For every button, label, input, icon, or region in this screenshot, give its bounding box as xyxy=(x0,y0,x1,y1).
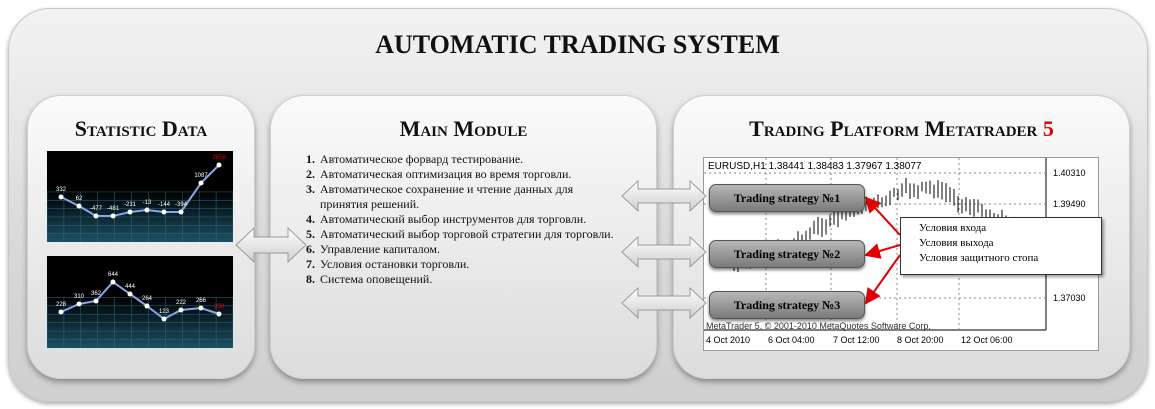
mini-data-point xyxy=(76,203,82,209)
mini-data-label: -481 xyxy=(107,206,120,212)
connector-line xyxy=(864,196,901,236)
mini-data-point xyxy=(93,298,99,304)
double-arrow-icon xyxy=(235,226,307,264)
date-label: 7 Oct 12:00 xyxy=(833,335,880,345)
mini-data-point xyxy=(93,213,99,219)
mini-data-point xyxy=(110,279,116,285)
condition-item: Условия выхода xyxy=(919,237,994,249)
feature-item: Управление капиталом. xyxy=(318,242,618,257)
mini-data-label: 123 xyxy=(159,309,170,315)
mini-data-label: -394 xyxy=(175,202,188,208)
connector-line xyxy=(864,254,901,305)
platform-version-number: 5 xyxy=(1042,116,1054,141)
mini-data-label: 264 xyxy=(142,296,153,302)
price-label: 1.37030 xyxy=(1053,293,1086,303)
feature-item: Система оповещений. xyxy=(318,272,618,287)
mini-data-label: 362 xyxy=(91,291,102,297)
mini-series-line xyxy=(60,164,220,217)
condition-item: Условия входа xyxy=(919,222,987,234)
statistic-chart-bottom: 228 310 362 644 444 264 123 222 266 338 xyxy=(46,256,234,348)
mini-data-label: -477 xyxy=(90,206,103,212)
date-label: 8 Oct 20:00 xyxy=(897,335,944,345)
date-label: 4 Oct 2010 xyxy=(706,335,751,345)
platform-title-text: Trading Platform Metatrader xyxy=(749,116,1038,141)
condition-item: Условия защитного стопа xyxy=(919,252,1039,264)
price-label: 1.40310 xyxy=(1053,168,1086,178)
mini-data-point xyxy=(144,207,150,213)
mini-data-label: 222 xyxy=(176,300,187,306)
feature-item: Условия остановки торговли. xyxy=(318,257,618,272)
statistic-chart-top: 332 62 -477 -481 -231 -13 -144 -394 1087 2656 xyxy=(46,151,234,242)
mini-data-label: -13 xyxy=(143,200,152,206)
mini-data-point xyxy=(178,307,184,313)
mini-data-point xyxy=(144,303,150,309)
feature-item: Автоматическая оптимизация во время торг… xyxy=(318,167,618,182)
conditions-box: Условия входа Условия выхода Условия защ… xyxy=(900,217,1102,275)
price-label: 1.39490 xyxy=(1053,199,1086,209)
mini-data-label: -144 xyxy=(158,202,171,208)
statistic-panel-title: Statistic Data xyxy=(74,116,208,141)
mini-data-label: 1087 xyxy=(194,173,208,179)
connector-line xyxy=(864,243,901,259)
mini-data-point xyxy=(76,301,82,307)
double-arrow-icon xyxy=(621,179,707,213)
mini-data-label: 310 xyxy=(74,294,85,300)
date-label: 12 Oct 06:00 xyxy=(961,335,1013,345)
main-module-title: Main Module xyxy=(399,116,528,141)
mini-data-point xyxy=(58,194,64,200)
mini-data-point xyxy=(110,213,116,219)
trading-strategy-button[interactable]: Trading strategy №3 xyxy=(709,291,865,319)
mini-data-point xyxy=(216,311,222,317)
mini-data-label: 266 xyxy=(196,298,207,304)
mini-data-label: 228 xyxy=(56,302,67,308)
mini-data-label: -231 xyxy=(124,202,137,208)
mini-data-point xyxy=(161,316,167,322)
feature-item: Автоматическое форвард тестирование. xyxy=(318,152,618,167)
mini-data-point xyxy=(216,162,222,168)
chart-copyright: MetaTrader 5, © 2001-2010 MetaQuotes Sof… xyxy=(706,321,931,331)
double-arrow-icon xyxy=(621,235,707,269)
mini-data-point xyxy=(127,209,133,215)
mini-data-label: 444 xyxy=(125,284,136,290)
mini-data-label: 338 xyxy=(214,304,225,310)
chart-symbol-header: EURUSD,H1 1.38441 1.38483 1.37967 1.3807… xyxy=(708,161,922,172)
mini-data-label: 2656 xyxy=(212,155,226,161)
mini-data-label: 644 xyxy=(108,272,119,278)
trading-strategy-button[interactable]: Trading strategy №2 xyxy=(709,240,865,268)
mini-data-point xyxy=(178,209,184,215)
feature-item: Автоматический выбор инструментов для то… xyxy=(318,212,618,227)
mini-series-line xyxy=(60,280,220,321)
mini-data-point xyxy=(58,309,64,315)
main-module-panel: Main Module xyxy=(270,95,657,379)
mini-data-label: 332 xyxy=(56,187,67,193)
mini-data-point xyxy=(198,180,204,186)
feature-item: Автоматическое сохранение и чтение данны… xyxy=(318,182,618,212)
trading-strategy-button[interactable]: Trading strategy №1 xyxy=(709,184,865,212)
platform-panel-title: Trading Platform Metatrader 5 xyxy=(674,116,1129,142)
date-label: 6 Oct 04:00 xyxy=(768,335,815,345)
mini-data-label: 62 xyxy=(76,196,83,202)
mini-data-point xyxy=(198,305,204,311)
mini-data-point xyxy=(161,209,167,215)
mini-data-point xyxy=(127,291,133,297)
feature-item: Автоматический выбор торговой стратегии … xyxy=(318,227,618,242)
main-title: AUTOMATIC TRADING SYSTEM xyxy=(375,30,780,59)
double-arrow-icon xyxy=(621,286,707,320)
feature-list: Автоматическое форвард тестирование. Авт… xyxy=(296,152,618,287)
